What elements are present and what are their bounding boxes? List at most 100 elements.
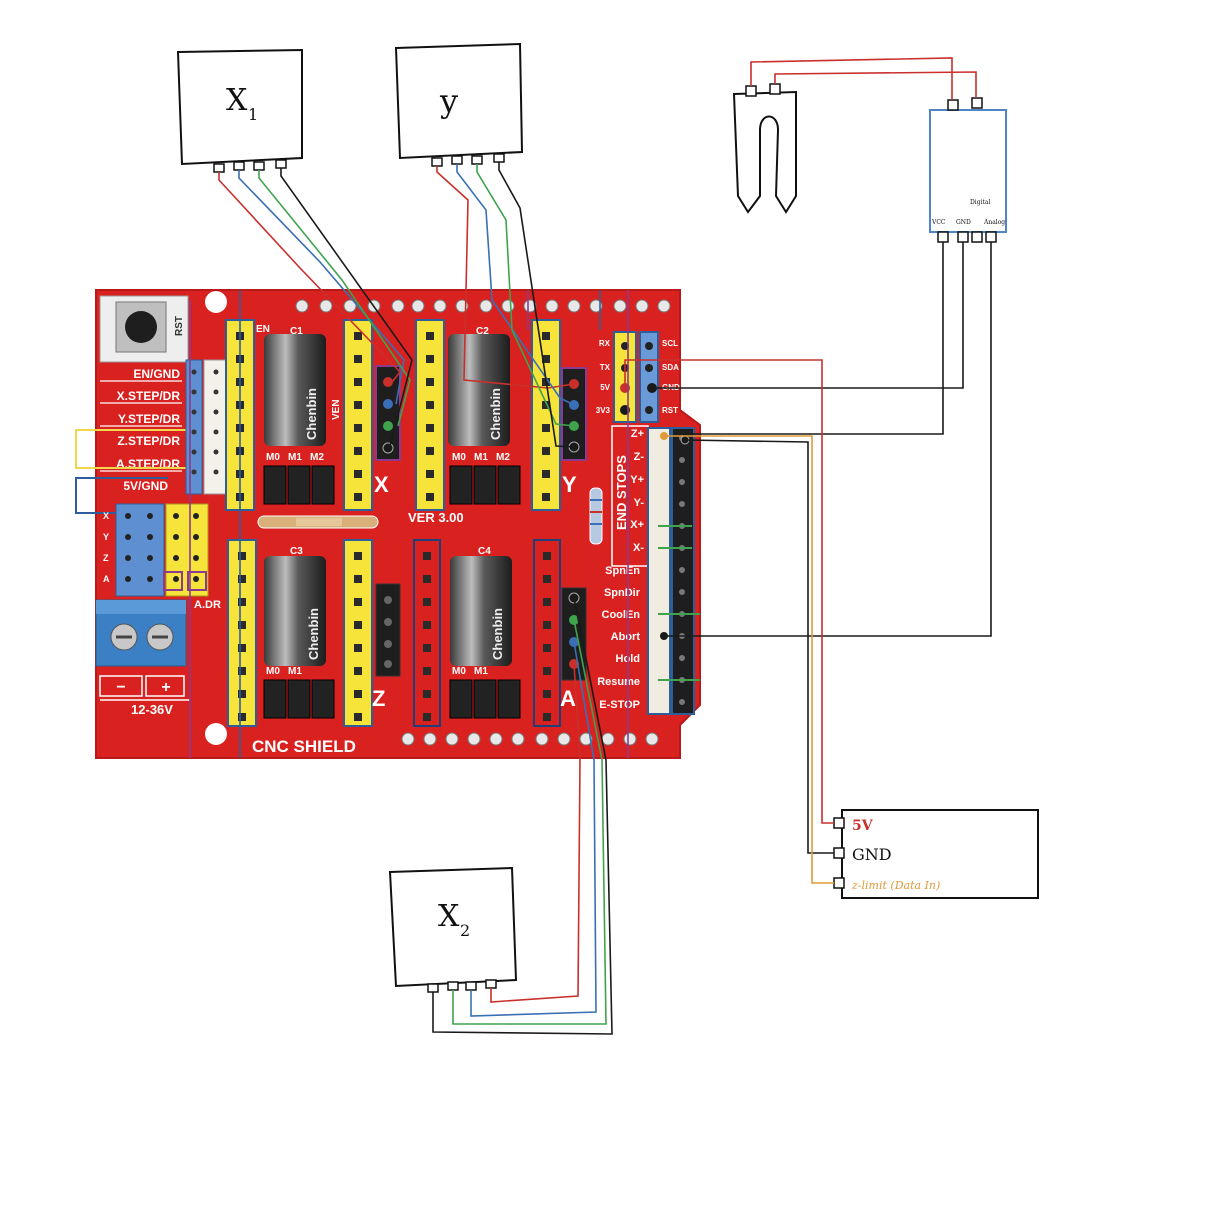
endstop-x-minus: X-	[633, 542, 644, 554]
silk-m1: M1	[288, 666, 302, 677]
io-spndir: SpnDir	[604, 587, 641, 599]
endstop-z-minus: Z-	[634, 451, 645, 463]
mounting-hole	[205, 291, 227, 313]
driver-silk: EN C1 C2 C3 C4 VEN M0 M1 M2 M0 M1 M2 M0 …	[256, 324, 510, 677]
end-stops-title: END STOPS	[614, 455, 629, 530]
silk-en: EN	[256, 324, 270, 335]
motor-x1-letter: X	[226, 83, 248, 118]
axis-pin-a: A	[103, 574, 110, 584]
capacitor: Chenbin	[264, 556, 326, 666]
axis-letters: X Y Z A	[372, 472, 577, 711]
reset-button: RST	[99, 295, 189, 363]
sensor-pin-digital: Digital	[970, 199, 990, 206]
wires-module	[624, 359, 834, 884]
axis-pin-header: X Y Z A A.DR	[103, 503, 221, 611]
silk-ven: VEN	[331, 399, 342, 420]
serial-3v3: 3V3	[596, 406, 611, 415]
motor-x1: X 1	[176, 48, 303, 173]
motor-x2: X 2	[388, 866, 518, 993]
serial-rx: RX	[599, 339, 611, 348]
silk-c1: C1	[290, 326, 303, 337]
capacitor-brand: Chenbin	[306, 608, 321, 660]
label-en-gnd: EN/GND	[133, 367, 180, 381]
silk-m0: M0	[452, 666, 466, 677]
power-plus: +	[161, 679, 170, 696]
axis-letter-x: X	[374, 472, 389, 497]
board-name: CNC SHIELD	[252, 737, 356, 756]
endstop-y-plus: Y+	[630, 474, 644, 486]
sensor-pin-vcc: VCC	[931, 219, 946, 226]
resistor	[589, 487, 603, 545]
power-terminal: − + 12-36V	[95, 599, 190, 717]
mounting-hole	[205, 723, 227, 745]
microstep-jumpers	[263, 465, 521, 719]
silk-c3: C3	[290, 546, 303, 557]
io-spnen: SpnEn	[605, 565, 640, 577]
motor-header-x	[375, 365, 401, 461]
motor-header-z	[375, 583, 401, 677]
wires-x2	[432, 597, 613, 1035]
silk-m2: M2	[310, 452, 324, 463]
motor-x2-letter: X	[438, 899, 460, 934]
axis-pin-x: X	[103, 511, 109, 521]
serial-scl: SCL	[662, 339, 678, 348]
motor-y-letter: y	[439, 82, 458, 120]
capacitor: Chenbin	[448, 334, 510, 446]
io-resume: Resume	[597, 676, 640, 688]
io-abort: Abort	[611, 631, 641, 643]
label-y-step-dir: Y.STEP/DR	[118, 412, 180, 426]
axis-pin-y: Y	[103, 532, 109, 542]
version-label: VER 3.00	[408, 510, 464, 525]
label-underlines	[100, 380, 182, 472]
rst-label: RST	[174, 316, 185, 336]
silk-m0: M0	[452, 452, 466, 463]
soil-probe	[732, 83, 797, 214]
motor-y: y	[394, 42, 524, 167]
endstops-panel: END STOPS Z+ Z- Y+ Y- X+ X- SpnEn SpnDir…	[597, 425, 700, 715]
sensor-module: VCC GND Digital Analog	[929, 97, 1007, 243]
serial-5v: 5V	[600, 383, 610, 392]
power-range: 12-36V	[131, 702, 173, 717]
serial-tx: TX	[600, 363, 611, 372]
fuse-component	[257, 515, 379, 529]
silk-m1: M1	[288, 452, 302, 463]
bottom-pin-row	[401, 732, 659, 746]
silk-m0: M0	[266, 452, 280, 463]
wires-x1	[218, 168, 413, 447]
label-z-step-dir: Z.STEP/DR	[117, 434, 180, 448]
axis-pin-z: Z	[103, 553, 109, 563]
axis-letter-z: Z	[372, 686, 385, 711]
module-pin-5v: 5V	[852, 818, 874, 834]
wires-sensor	[652, 242, 992, 637]
io-estop: E-STOP	[599, 699, 640, 711]
wires-y	[436, 162, 575, 448]
highlight-box	[75, 477, 168, 514]
side-header	[185, 359, 231, 495]
silk-c4: C4	[478, 546, 491, 557]
a-dr-label: A.DR	[194, 599, 221, 611]
axis-letter-y: Y	[562, 472, 577, 497]
label-x-step-dir: X.STEP/DR	[117, 389, 181, 403]
capacitor: Chenbin	[264, 334, 326, 446]
cnc-shield-board: RST EN/GND X.STEP/DR Y.STEP/DR Z.STEP/DR…	[75, 289, 701, 759]
endstop-x-plus: X+	[630, 519, 644, 531]
capacitor-brand: Chenbin	[490, 608, 505, 660]
driver-headers	[225, 319, 561, 727]
silk-m0: M0	[266, 666, 280, 677]
module-pin-gnd: GND	[852, 845, 892, 864]
external-module: 5V GND z-limit (Data In)	[833, 809, 1039, 899]
header-pins	[236, 332, 551, 721]
capacitor: Chenbin	[450, 556, 512, 666]
sensor-pin-analog: Analog	[983, 219, 1005, 226]
capacitor-brand: Chenbin	[488, 388, 503, 440]
sensor-pin-gnd: GND	[956, 219, 971, 226]
motor-x1-sub: 1	[248, 105, 258, 124]
endstop-y-minus: Y-	[634, 497, 645, 509]
motor-x2-sub: 2	[460, 921, 470, 940]
serial-rst: RST	[662, 406, 678, 415]
module-pin-zlimit: z-limit (Data In)	[851, 879, 940, 892]
power-minus: −	[116, 679, 125, 696]
silk-m2: M2	[496, 452, 510, 463]
io-coolen: CoolEn	[602, 609, 641, 621]
